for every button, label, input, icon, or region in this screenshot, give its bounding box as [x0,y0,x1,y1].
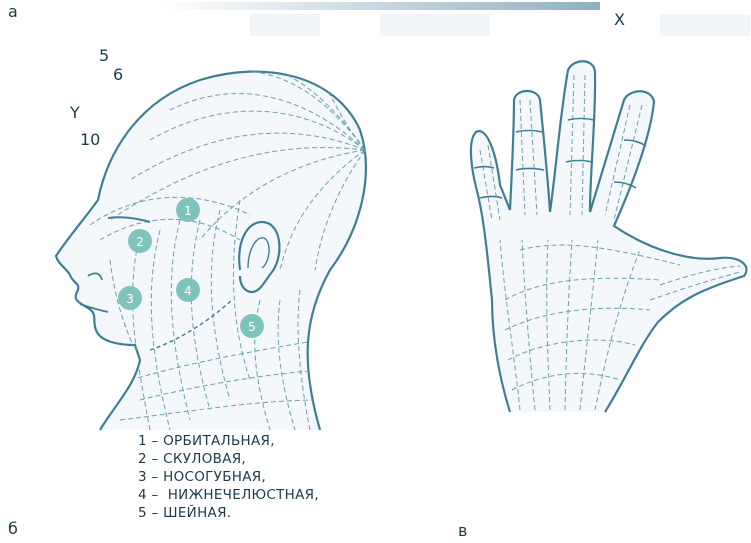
legend-item-1: 1 – ОРБИТАЛЬНАЯ, [138,432,319,450]
hand-illustration [471,61,747,412]
legend-item-5: 5 – ШЕЙНАЯ. [138,504,319,522]
zone-marker-3: 3 [118,286,142,310]
zone-label-1: 1 [184,204,192,218]
head-illustration: 1 2 3 4 5 [56,70,366,430]
zone-marker-2: 2 [128,229,152,253]
legend-item-3: 3 – НОСОГУБНАЯ, [138,468,319,486]
legend-item-2: 2 – СКУЛОВАЯ, [138,450,319,468]
zone-label-2: 2 [136,235,144,249]
head-outline [56,72,366,430]
zone-label-4: 4 [184,284,192,298]
zone-marker-1: 1 [176,198,200,222]
zone-label-5: 5 [248,320,256,334]
legend-item-4: 4 – НИЖНЕЧЕЛЮСТНАЯ, [138,486,319,504]
legend: 1 – ОРБИТАЛЬНАЯ, 2 – СКУЛОВАЯ, 3 – НОСОГ… [138,432,319,522]
zone-marker-5: 5 [240,314,264,338]
hand-outline [471,61,747,412]
zone-marker-4: 4 [176,278,200,302]
zone-label-3: 3 [126,292,134,306]
